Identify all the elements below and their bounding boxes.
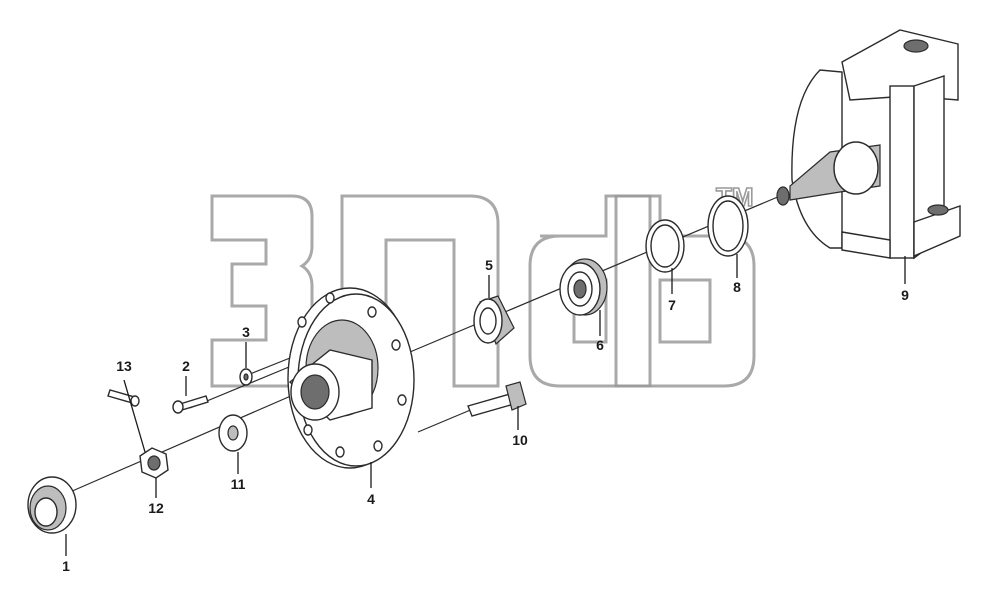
seal-ring [707, 195, 749, 257]
hub-cap [27, 476, 77, 534]
watermark-logo: TM [210, 181, 756, 388]
callout-5: 5 [485, 257, 493, 273]
callout-8: 8 [733, 279, 741, 295]
leader-lines [65, 254, 906, 556]
inner-bearing [473, 295, 515, 346]
callout-10: 10 [512, 432, 528, 448]
wheel-bolt [467, 381, 527, 417]
callout-labels: 1 2 3 4 5 6 7 8 9 10 11 12 13 [62, 257, 909, 574]
cotter-pin [107, 389, 140, 407]
castle-nut [139, 447, 169, 479]
callout-11: 11 [231, 476, 246, 492]
callout-2: 2 [182, 358, 190, 374]
small-washer [239, 368, 253, 386]
screw [172, 395, 209, 414]
callout-12: 12 [148, 500, 164, 516]
spacer-ring [645, 219, 685, 273]
callout-7: 7 [668, 297, 676, 313]
callout-6: 6 [596, 337, 604, 353]
callout-9: 9 [901, 287, 909, 303]
steering-knuckle [776, 29, 961, 260]
callout-3: 3 [242, 324, 250, 340]
wheel-hub [287, 287, 415, 469]
callout-4: 4 [367, 491, 375, 507]
callout-1: 1 [62, 558, 70, 574]
lock-washer [218, 414, 248, 452]
callout-13: 13 [116, 358, 132, 374]
outer-bearing [559, 258, 608, 316]
